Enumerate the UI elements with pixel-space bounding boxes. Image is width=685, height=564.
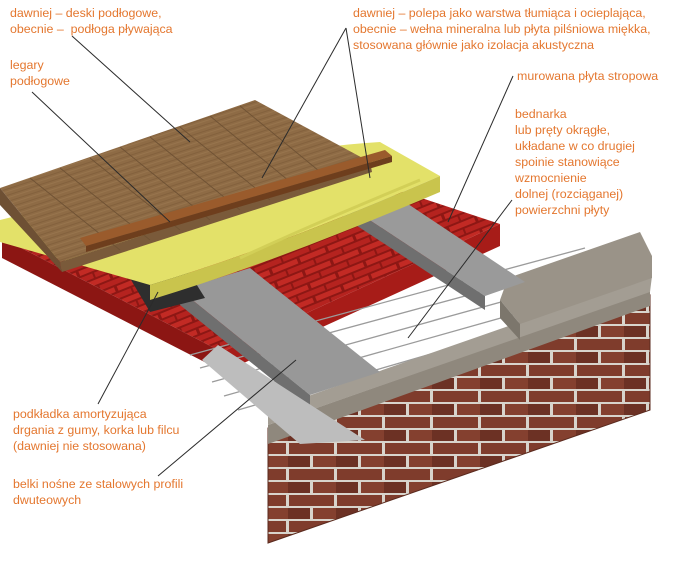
reinforcement-label: bednarka lub pręty okrągłe, układane w c… [515, 107, 635, 217]
leader-lines [31, 27, 514, 477]
concrete-wall-plate [268, 232, 652, 444]
beams-label: belki nośne ze stalowych profili dwuteow… [13, 477, 184, 507]
damping-pad-label: podkładka amortyzująca drgania z gumy, k… [13, 407, 180, 453]
slab-label: murowana płyta stropowa [517, 69, 659, 83]
floor-joist [80, 150, 392, 252]
insulation-label: dawniej – polepa jako warstwa tłumiąca i… [353, 6, 651, 52]
floor-boards-label: dawniej – deski podłogowe, obecnie – pod… [10, 6, 173, 36]
joists-label: legary podłogowe [10, 58, 70, 88]
